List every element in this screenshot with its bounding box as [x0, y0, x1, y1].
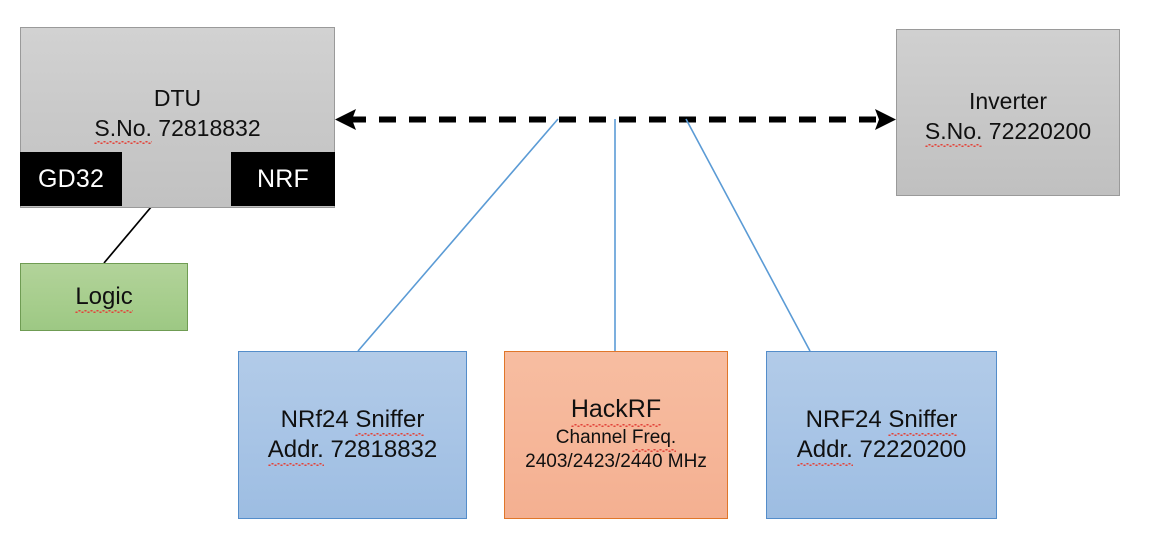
sniffer-right-chip: NRF24 [805, 405, 882, 433]
dtu-serial-line: S.No. 72818832 [94, 115, 261, 145]
node-inverter[interactable]: Inverter S.No. 72220200 [896, 29, 1120, 196]
hackrf-title: HackRF [570, 395, 662, 427]
sniffer-left-chip: NRf24 [280, 405, 349, 433]
node-gd32[interactable]: GD32 [20, 152, 122, 206]
gd32-label: GD32 [37, 164, 105, 193]
hackrf-channel-values: 2403/2423/2440 MHz [525, 451, 707, 473]
hackrf-freq-word: Freq. [631, 426, 677, 453]
node-logic[interactable]: Logic [20, 263, 188, 331]
sniffer-left-role: Sniffer [355, 405, 425, 437]
node-nrf[interactable]: NRF [231, 152, 335, 206]
arrowhead-left [335, 109, 356, 130]
logic-label: Logic [75, 282, 134, 314]
node-sniffer-left[interactable]: NRf24 Sniffer Addr. 72818832 [238, 351, 467, 519]
connector-sniffer-right-tap [685, 118, 811, 352]
nrf-label: NRF [257, 164, 309, 193]
arrowhead-right [875, 109, 896, 130]
sniffer-right-title: NRF24 Sniffer [805, 405, 958, 437]
inverter-serial-line: S.No. 72220200 [924, 118, 1092, 148]
sniffer-left-addr-prefix: Addr. [267, 436, 324, 467]
inverter-serial-prefix: S.No. [924, 118, 983, 148]
connector-sniffer-left-tap [357, 118, 559, 352]
inverter-serial-value: 72220200 [988, 118, 1092, 145]
dtu-title: DTU [153, 85, 202, 111]
inverter-title: Inverter [969, 88, 1047, 114]
sniffer-left-addr-line: Addr. 72818832 [267, 436, 438, 467]
dtu-serial-prefix: S.No. [94, 115, 152, 145]
sniffer-left-addr-value: 72818832 [330, 436, 438, 463]
sniffer-right-role: Sniffer [888, 405, 958, 437]
connector-dtu-inverter-rf-link [335, 109, 896, 130]
sniffer-right-addr-line: Addr. 72220200 [796, 436, 967, 467]
sniffer-left-title: NRf24 Sniffer [280, 405, 425, 437]
node-hackrf[interactable]: HackRF Channel Freq. 2403/2423/2440 MHz [504, 351, 728, 519]
sniffer-right-addr-prefix: Addr. [796, 436, 853, 467]
sniffer-right-addr-value: 72220200 [859, 436, 967, 463]
hackrf-channel-word: Channel [555, 426, 627, 448]
dtu-serial-value: 72818832 [158, 115, 261, 142]
node-sniffer-right[interactable]: NRF24 Sniffer Addr. 72220200 [766, 351, 997, 519]
hackrf-channel-label: Channel Freq. [555, 426, 677, 453]
